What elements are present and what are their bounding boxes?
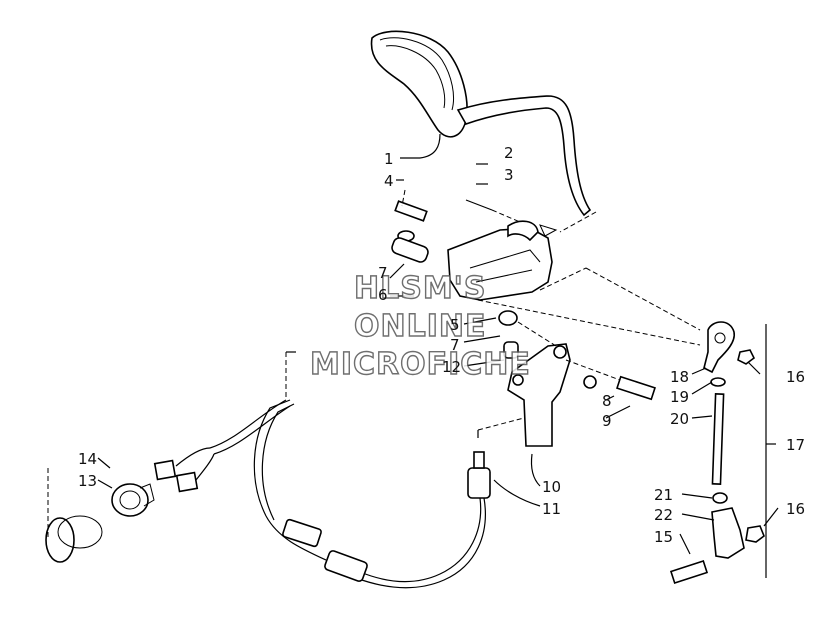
guide-line-c	[585, 267, 701, 331]
indicator-lamp	[45, 468, 155, 563]
bolt-4	[394, 189, 428, 222]
leader-lines	[97, 133, 779, 555]
guide-line-a	[477, 299, 701, 346]
linkage-rod-assembly	[669, 321, 776, 584]
callout-11: 11	[542, 500, 561, 518]
switch-and-harness	[153, 351, 491, 589]
spacer-washers	[391, 230, 518, 326]
pin-2-3	[465, 199, 521, 223]
watermark-line2: ONLINE	[354, 309, 487, 344]
callout-19: 19	[670, 388, 689, 406]
callout-16b: 16	[786, 500, 805, 518]
callout-8: 8	[602, 392, 612, 410]
callout-7b: 7	[450, 336, 460, 354]
shift-handle	[370, 30, 597, 237]
callout-20: 20	[670, 410, 689, 428]
grommet-12	[503, 341, 519, 359]
callout-9: 9	[602, 412, 612, 430]
shift-bracket	[447, 220, 553, 301]
callout-14: 14	[78, 450, 97, 468]
callout-2: 2	[504, 144, 514, 162]
callout-10: 10	[542, 478, 561, 496]
watermark-line3: MICROFICHE	[310, 347, 531, 382]
callout-labels: 1 2 3 4 7 6 5 7 12 8 9 10 11 14 13 18 19…	[78, 144, 805, 546]
callout-3: 3	[504, 166, 514, 184]
guide-line-b	[539, 267, 587, 291]
callout-4: 4	[384, 172, 394, 190]
callout-16a: 16	[786, 368, 805, 386]
switch-arm	[477, 321, 571, 447]
watermark: HLSM'S ONLINE MICROFICHE	[309, 270, 531, 382]
callout-21: 21	[654, 486, 673, 504]
callout-18: 18	[670, 368, 689, 386]
callout-12: 12	[442, 358, 461, 376]
bolt-9	[565, 359, 656, 401]
callout-5: 5	[450, 316, 460, 334]
callout-22: 22	[654, 506, 673, 524]
callout-15: 15	[654, 528, 673, 546]
callout-13: 13	[78, 472, 97, 490]
callout-7a: 7	[378, 264, 388, 282]
callout-17: 17	[786, 436, 805, 454]
callout-6: 6	[378, 286, 388, 304]
callout-1: 1	[384, 150, 394, 168]
watermark-line1: HLSM'S	[354, 271, 486, 306]
